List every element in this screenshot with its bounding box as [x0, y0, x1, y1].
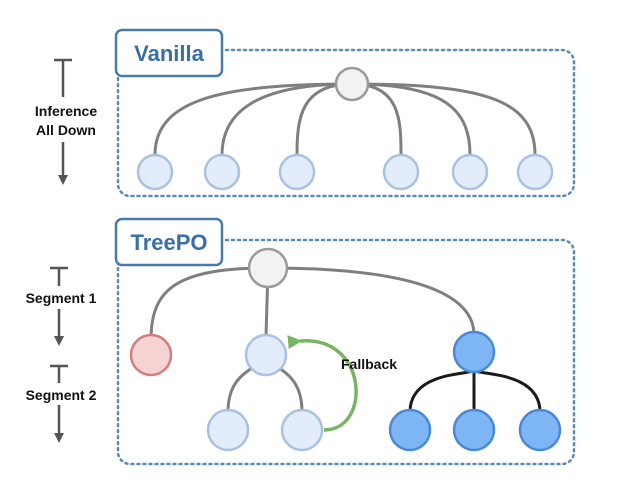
- vanilla-group-border: [116, 48, 576, 198]
- treepo-edges-black: [408, 368, 542, 413]
- treepo-leaf-node: [388, 408, 432, 452]
- treepo-pruned-node: [129, 333, 173, 377]
- vanilla-depth-arrow: [54, 58, 72, 185]
- treepo-leaf-node: [452, 408, 496, 452]
- segment1-depth-arrow: [50, 266, 68, 346]
- treepo-edge-blue-left: [408, 368, 476, 413]
- vanilla-edge-6: [351, 82, 537, 156]
- vanilla-side-label-line2: All Down: [36, 122, 96, 138]
- vanilla-leaf-node: [278, 153, 316, 191]
- treepo-leaf-node: [206, 408, 250, 452]
- treepo-panel: TreePO: [26, 217, 576, 466]
- segment2-depth-arrow: [50, 364, 68, 443]
- vanilla-title-box: [114, 28, 224, 78]
- vanilla-leaf-node: [516, 153, 554, 191]
- vanilla-leaf-node: [451, 153, 489, 191]
- vanilla-edge-2: [220, 82, 353, 156]
- treepo-expanded-node: [452, 330, 496, 374]
- vanilla-panel: Vanilla Inference All Down: [35, 28, 576, 198]
- treepo-title-box: [114, 217, 224, 267]
- vanilla-leaf-node: [203, 153, 241, 191]
- vanilla-edge-1: [153, 82, 353, 156]
- treepo-segment2-blue-nodes: [388, 408, 562, 452]
- vanilla-leaf-nodes: [136, 153, 554, 191]
- segment1-label: Segment 1: [26, 290, 97, 306]
- treepo-segment2-light-nodes: [206, 408, 324, 452]
- treepo-leaf-node: [518, 408, 562, 452]
- vanilla-title: Vanilla: [134, 41, 204, 66]
- vanilla-edge-5: [351, 82, 472, 156]
- treepo-edge-root-red: [149, 266, 269, 341]
- treepo-root-node: [247, 247, 289, 289]
- vanilla-side-label-line1: Inference: [35, 103, 97, 119]
- vanilla-root-node: [334, 66, 370, 102]
- treepo-leaf-node: [280, 408, 324, 452]
- vanilla-leaf-node: [136, 153, 174, 191]
- vanilla-leaf-node: [382, 153, 420, 191]
- treepo-fallback-target-node: [244, 333, 288, 377]
- treepo-title: TreePO: [130, 230, 207, 255]
- treepo-edge-root-blue: [267, 266, 476, 336]
- fallback-arrow: [287, 335, 358, 432]
- fallback-label: Fallback: [341, 356, 397, 372]
- segment2-label: Segment 2: [26, 387, 97, 403]
- treepo-edge-blue-right: [472, 368, 542, 413]
- treepo-group-border: [116, 238, 576, 466]
